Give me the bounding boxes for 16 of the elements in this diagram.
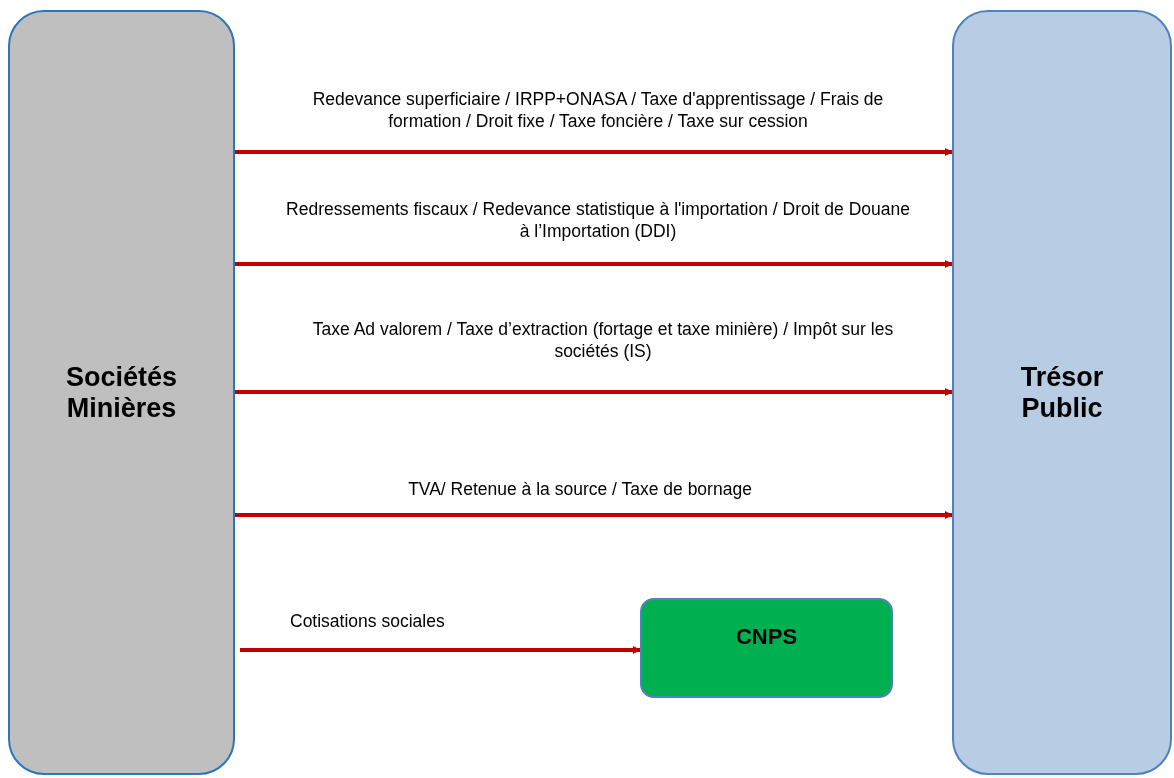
node-label: CNPS — [734, 624, 799, 650]
edge-label: Redressements fiscaux / Redevance statistique à l'importation / Droit de Douane à l’Importation (DDI) — [285, 198, 911, 242]
edge-label: TVA/ Retenue à la source / Taxe de bornage — [407, 478, 753, 500]
node-label: Sociétés Minières — [64, 361, 179, 424]
arrow — [235, 260, 953, 268]
node-label: Trésor Public — [1019, 361, 1105, 424]
edge-label: Cotisations sociales — [290, 610, 446, 632]
arrow — [235, 511, 953, 519]
edge-label: Redevance superficiaire / IRPP+ONASA / Taxe d'apprentissage / Frais de formation / Droit fixe / Taxe foncière / Taxe sur cession — [311, 88, 885, 132]
edge-label: Taxe Ad valorem / Taxe d’extraction (fortage et taxe minière) / Impôt sur les sociétés (IS) — [311, 318, 895, 362]
entity-box — [952, 10, 1172, 775]
organization-box — [640, 598, 893, 698]
arrow — [235, 148, 953, 156]
arrow — [240, 646, 641, 654]
entity-box — [8, 10, 235, 775]
arrow — [235, 388, 953, 396]
